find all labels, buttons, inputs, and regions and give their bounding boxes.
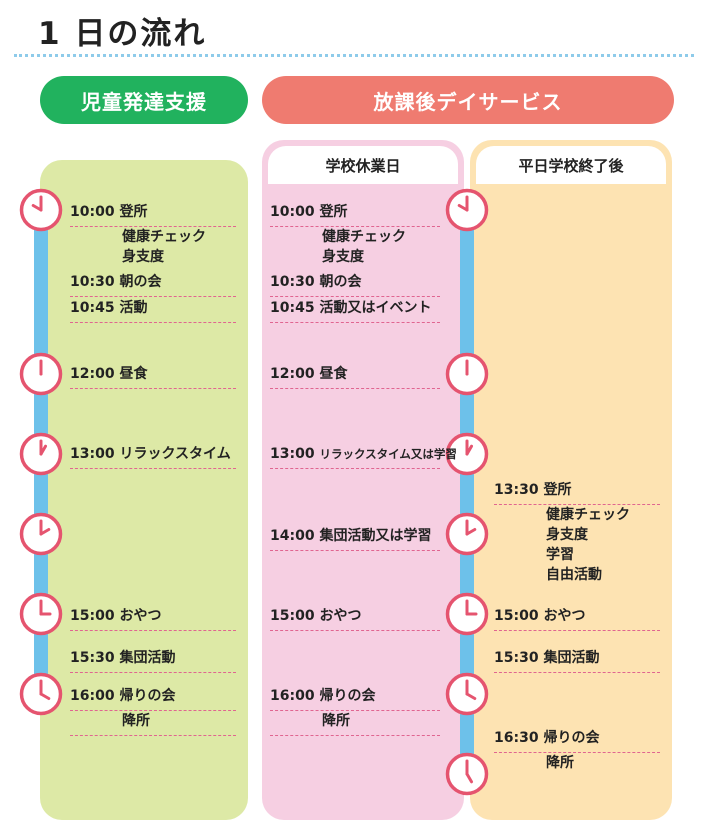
heijitsu-column	[470, 140, 672, 820]
houkago-day-header: 放課後デイサービス	[262, 76, 674, 124]
clock-icon	[19, 672, 63, 716]
schedule-entry: 16:00 帰りの会 降所	[70, 686, 236, 736]
clock-icon	[445, 188, 489, 232]
schedule-entry: 10:45 活動又はイベント	[270, 298, 440, 323]
schedule-entry: 10:30 朝の会	[70, 272, 236, 297]
kyugyo-subheader: 学校休業日	[268, 146, 458, 184]
schedule-entry: 13:30 登所 健康チェック 身支度 学習 自由活動	[494, 480, 660, 585]
schedule-entry: 15:30 集団活動	[494, 648, 660, 673]
clock-icon	[19, 432, 63, 476]
schedule-entry: 16:00 帰りの会 降所	[270, 686, 440, 736]
schedule-entry: 15:30 集団活動	[70, 648, 236, 673]
schedule-entry: 10:00 登所 健康チェック 身支度	[70, 202, 236, 267]
schedule-entry: 12:00 昼食	[70, 364, 236, 389]
clock-icon	[445, 352, 489, 396]
schedule-entry: 10:45 活動	[70, 298, 236, 323]
clock-icon	[19, 188, 63, 232]
schedule-entry: 15:00 おやつ	[494, 606, 660, 631]
clock-icon	[445, 592, 489, 636]
clock-icon	[19, 352, 63, 396]
schedule-entry: 15:00 おやつ	[270, 606, 440, 631]
clock-icon	[445, 432, 489, 476]
kyugyo-column	[262, 140, 464, 820]
schedule-entry: 12:00 昼食	[270, 364, 440, 389]
schedule-entry: 13:00 リラックスタイム	[70, 444, 236, 469]
schedule-entry: 16:30 帰りの会 降所	[494, 728, 660, 773]
clock-icon	[445, 512, 489, 556]
schedule-entry: 13:00 リラックスタイム又は学習	[270, 444, 457, 469]
schedule-entry: 10:30 朝の会	[270, 272, 440, 297]
title-divider	[14, 54, 694, 57]
clock-icon	[19, 592, 63, 636]
schedule-entry: 15:00 おやつ	[70, 606, 236, 631]
jido-hattatsu-header: 児童発達支援	[40, 76, 248, 124]
schedule-entry: 14:00 集団活動又は学習	[270, 526, 440, 551]
clock-icon	[445, 672, 489, 716]
page-title: 1 日の流れ	[38, 16, 207, 52]
clock-icon	[19, 512, 63, 556]
heijitsu-subheader: 平日学校終了後	[476, 146, 666, 184]
clock-icon	[445, 752, 489, 796]
schedule-entry: 10:00 登所 健康チェック 身支度	[270, 202, 440, 267]
